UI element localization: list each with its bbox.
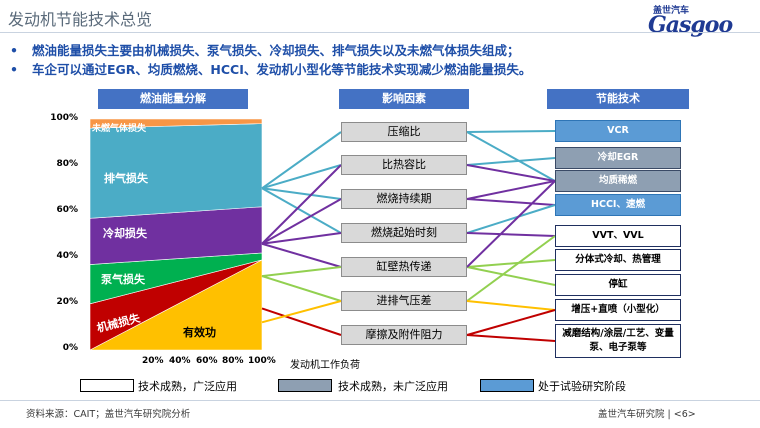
tech-column-header: 节能技术 [547,89,689,109]
x-tick: 40% [169,356,191,366]
connector-line-3 [261,187,342,234]
bullet-2-text: 车企可以通过EGR、均质燃烧、HCCI、发动机小型化等节能技术实现减少燃油能量损… [32,62,532,77]
tech-box: HCCI、速燃 [555,194,681,216]
factor-box: 燃烧起始时刻 [341,223,467,243]
legend-label: 技术成熟，广泛应用 [138,380,237,393]
bullet-dot-icon: • [10,62,18,77]
connector-line-18 [466,204,556,234]
area-layer-4 [89,123,263,219]
factor-box: 摩擦及附件阻力 [341,325,467,345]
area-layer-5 [89,118,263,129]
connector-line-0 [261,131,342,190]
page-footer: 盖世汽车研究院 | <6> [598,409,696,420]
x-axis-label: 发动机工作负荷 [290,360,360,371]
x-tick: 20% [142,356,164,366]
connector-line-11 [261,300,342,324]
connector-line-5 [261,198,342,245]
connector-line-7 [261,242,342,268]
connector-line-23 [466,235,556,302]
connector-line-16 [466,180,556,200]
tech-box: 均质稀燃 [555,170,681,192]
connector-line-1 [261,164,342,190]
tech-box: 增压+直喷（小型化） [555,299,681,321]
legend-label: 处于试验研究阶段 [538,380,626,393]
y-tick: 80% [56,159,78,169]
energy-column-header: 燃油能量分解 [98,89,248,109]
connector-line-8 [261,266,342,278]
connector-line-9 [261,275,342,302]
y-tick: 100% [50,113,78,123]
factor-box: 进排气压差 [341,291,467,311]
x-tick: 100% [248,356,276,366]
connector-line-25 [466,334,556,342]
connector-line-21 [466,266,556,286]
connector-line-26 [466,309,556,336]
tech-box: 冷却EGR [555,147,681,169]
connector-line-13 [466,131,556,182]
factor-box: 缸壁热传递 [341,257,467,277]
x-tick: 60% [196,356,218,366]
factors-column-header: 影响因素 [339,89,469,109]
connector-line-22 [466,180,556,268]
page-title: 发动机节能技术总览 [8,10,153,29]
factor-box: 比热容比 [341,155,467,175]
tech-box: VVT、VVL [555,225,681,247]
tech-box: 分体式冷却、热管理 [555,249,681,271]
connector-line-4 [261,164,342,245]
header-divider [0,32,760,33]
connector-line-19 [466,232,556,237]
tech-box: VCR [555,120,681,142]
footer-divider [0,400,760,401]
bullet-dot-icon: • [10,43,18,58]
connector-line-24 [466,300,556,311]
legend-swatch-mature [80,379,134,392]
connector-line-15 [466,164,556,182]
label-pumping: 泵气损失 [101,272,146,286]
gasgoo-logo: Gasgoo [648,12,733,38]
tech-box: 停缸 [555,274,681,296]
tech-box: 减磨结构/涂层/工艺、变量泵、电子泵等 [555,324,681,358]
bullet-1: • 燃油能量损失主要由机械损失、泵气损失、冷却损失、排气损失以及未燃气体损失组成； [10,40,520,59]
factor-box: 燃烧持续期 [341,189,467,209]
legend-swatch-experimental [480,379,534,392]
factor-box: 压缩比 [341,122,467,142]
logo-chinese-text: 盖世汽车 [653,6,690,16]
y-tick: 40% [56,251,78,261]
label-cooling: 冷却损失 [103,226,148,240]
connector-line-17 [466,198,556,206]
source-note: 资料来源：CAIT；盖世汽车研究院分析 [26,409,191,420]
connector-line-10 [261,307,342,336]
y-tick: 0% [62,343,78,353]
connector-line-12 [466,130,556,133]
y-tick: 20% [56,297,78,307]
connector-line-6 [261,232,342,245]
connector-line-20 [466,259,556,268]
y-tick: 60% [56,205,78,215]
label-exhaust: 排气损失 [104,171,149,185]
label-unburned: 未燃气体损失 [91,122,147,134]
connector-line-14 [466,157,556,166]
energy-diagram: 未燃气体损失 排气损失 冷却损失 泵气损失 机械损失 有效功 [89,118,556,351]
legend-swatch-not-widely-applied [278,379,332,392]
bullet-2: • 车企可以通过EGR、均质燃烧、HCCI、发动机小型化等节能技术实现减少燃油能量… [10,59,531,78]
bullet-1-text: 燃油能量损失主要由机械损失、泵气损失、冷却损失、排气损失以及未燃气体损失组成； [32,43,520,58]
legend-label: 技术成熟，未广泛应用 [338,380,448,393]
x-tick: 80% [222,356,244,366]
connector-line-2 [261,187,342,200]
label-work: 有效功 [183,325,216,339]
